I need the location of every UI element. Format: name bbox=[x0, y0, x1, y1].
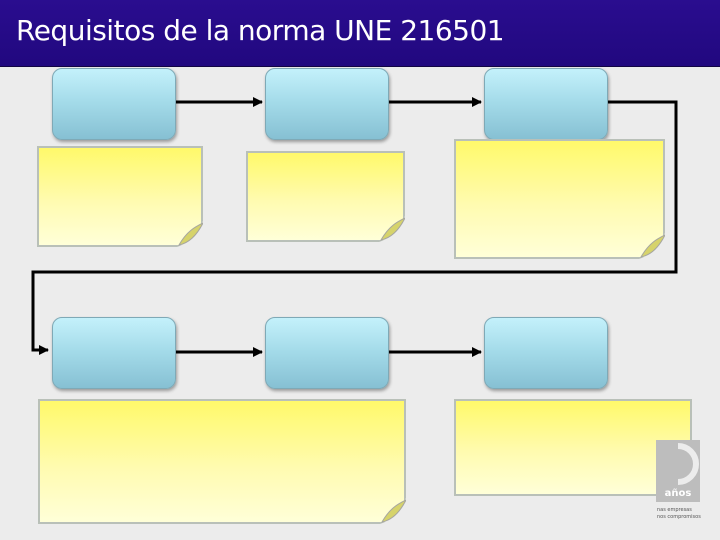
note-2 bbox=[246, 151, 405, 242]
note-curl-icon bbox=[177, 221, 203, 247]
process-box-3 bbox=[484, 68, 608, 140]
note-3 bbox=[454, 139, 665, 259]
note-4 bbox=[38, 399, 406, 524]
logo-tagline-2: nos compromisos bbox=[657, 514, 701, 520]
logo-tagline-1: nas empresas bbox=[657, 507, 692, 513]
return-connector bbox=[31, 100, 678, 355]
process-box-5 bbox=[265, 317, 389, 389]
note-curl-icon bbox=[380, 498, 406, 524]
process-box-6 bbox=[484, 317, 608, 389]
process-box-2 bbox=[265, 68, 389, 140]
process-box-1 bbox=[52, 68, 176, 140]
logo-mark-icon bbox=[656, 440, 700, 502]
note-curl-icon bbox=[639, 233, 665, 259]
logo-word: años bbox=[664, 488, 692, 499]
note-curl-icon bbox=[379, 216, 405, 242]
note-5 bbox=[454, 399, 692, 496]
note-1 bbox=[37, 146, 203, 247]
process-box-4 bbox=[52, 317, 176, 389]
page-title: Requisitos de la norma UNE 216501 bbox=[16, 14, 505, 47]
title-bar: Requisitos de la norma UNE 216501 bbox=[0, 0, 720, 67]
brand-logo: años nas empresas nos compromisos bbox=[656, 440, 701, 524]
